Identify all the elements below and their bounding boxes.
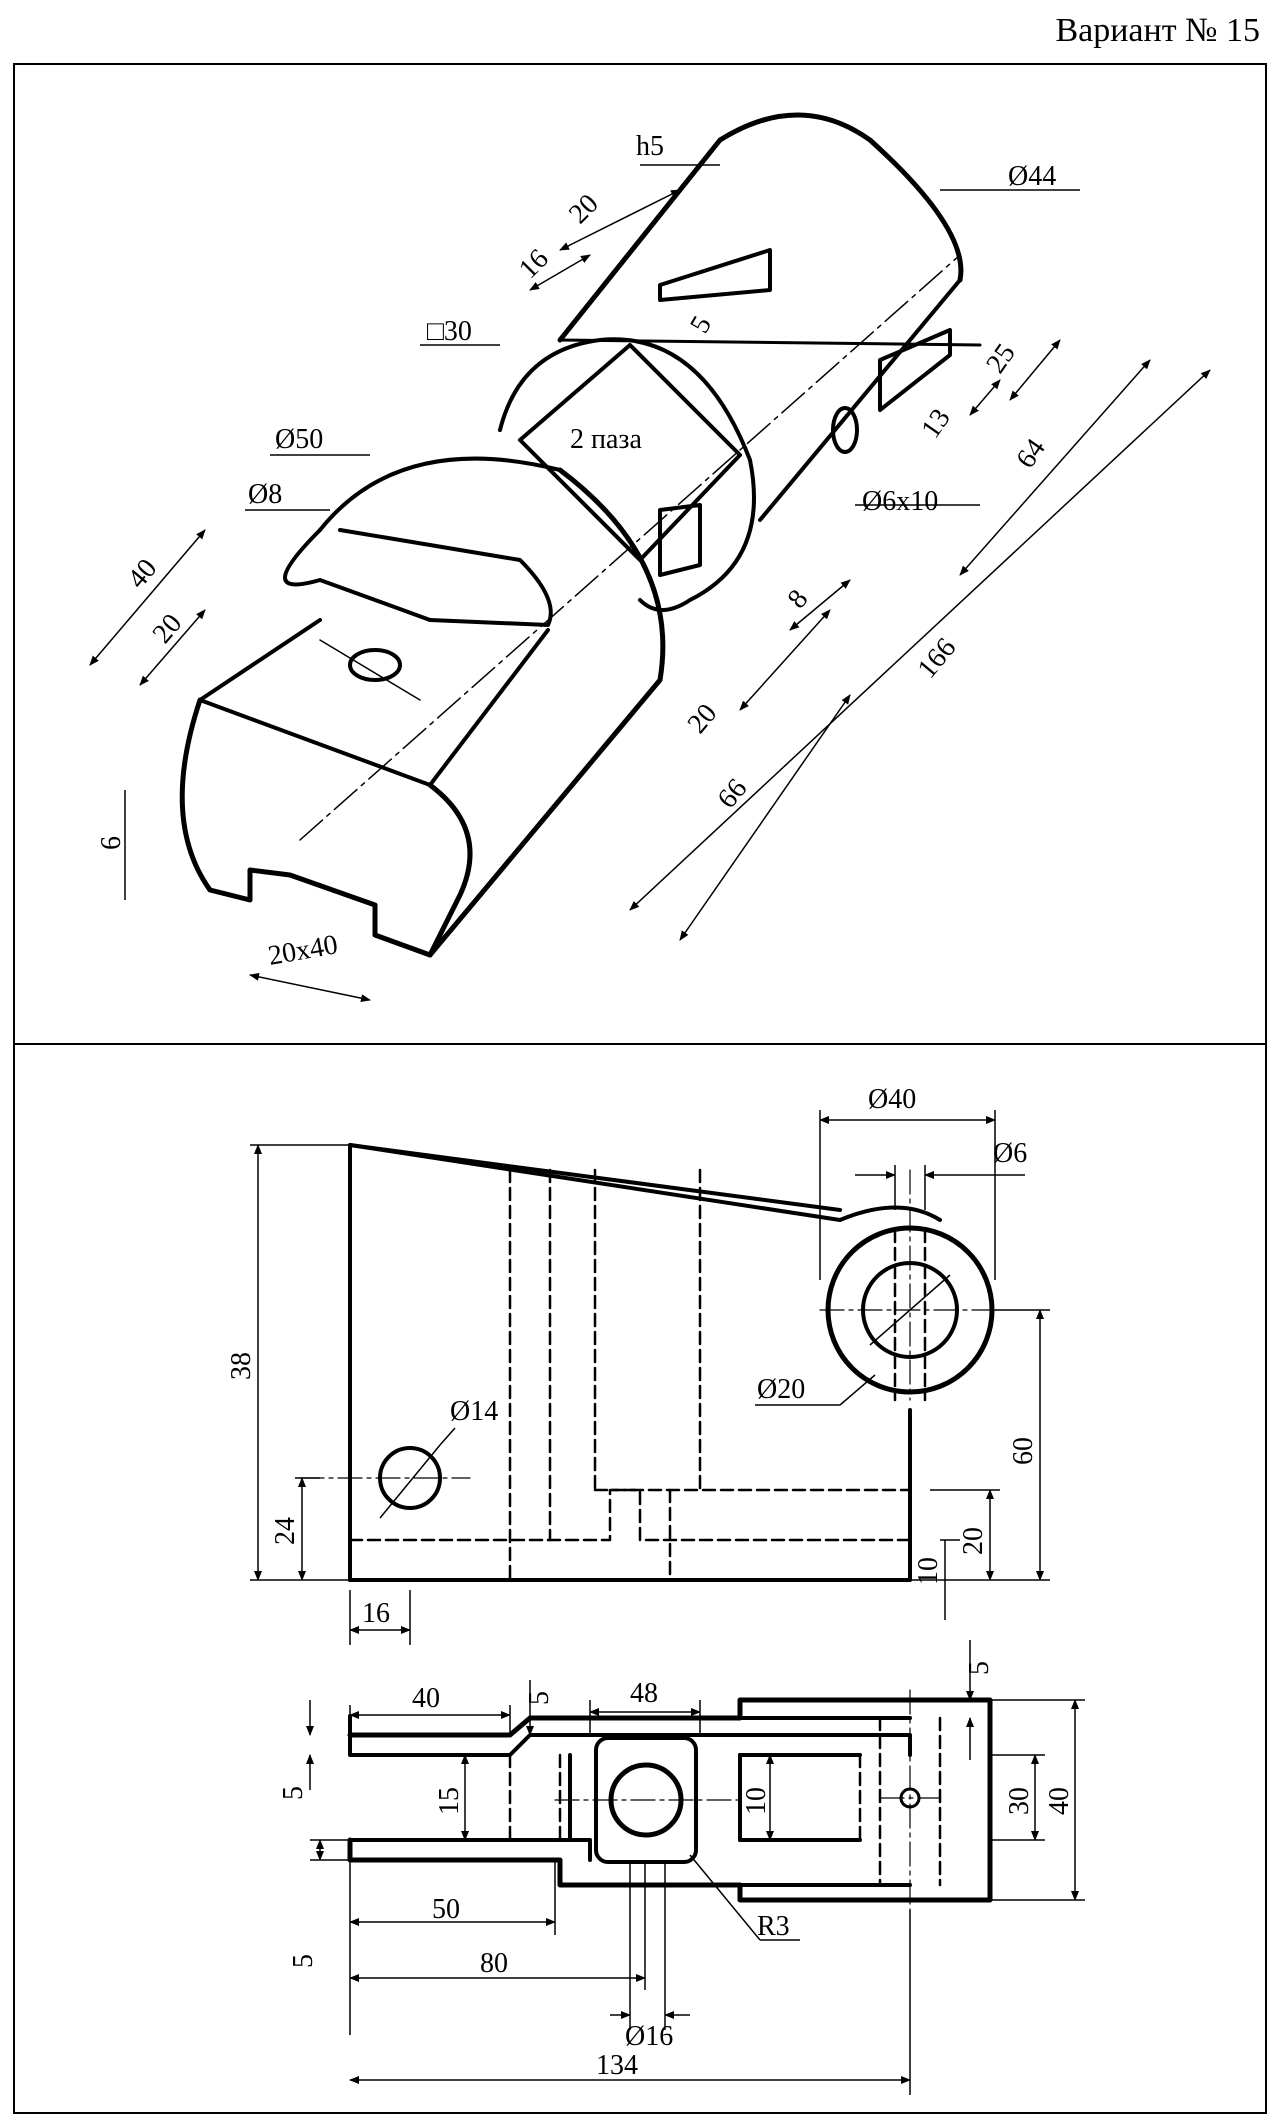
dim-20-left: 20 <box>147 608 189 649</box>
dim-20-mid: 20 <box>682 698 724 739</box>
dim-50: 50 <box>432 1894 460 1925</box>
dim-40-top: 40 <box>412 1683 440 1714</box>
dim-5-right: 5 <box>964 1661 995 1675</box>
dim-5-left: 5 <box>278 1786 309 1800</box>
dim-20-top: 20 <box>563 188 605 230</box>
variant-label: Вариант № 15 <box>1055 12 1260 49</box>
dim-80: 80 <box>480 1948 508 1979</box>
dim-20-front: 20 <box>958 1527 989 1555</box>
front-view <box>299 1143 1001 1582</box>
isometric-view <box>179 112 982 958</box>
dim-d50: Ø50 <box>275 424 323 455</box>
dim-d6: Ø6 <box>993 1138 1027 1169</box>
dim-d14: Ø14 <box>450 1396 498 1427</box>
dim-13: 13 <box>915 403 956 444</box>
dim-r3: R3 <box>757 1911 790 1942</box>
dim-64: 64 <box>1010 433 1051 474</box>
dim-48: 48 <box>630 1678 658 1709</box>
dim-10-front: 10 <box>913 1557 944 1585</box>
dim-10-top: 10 <box>741 1787 772 1815</box>
front-view-dimension-texts: Ø40 Ø6 Ø14 Ø20 38 24 16 60 20 10 <box>226 1084 1039 1629</box>
dim-40-right: 40 <box>1044 1787 1075 1815</box>
dim-40: 40 <box>122 553 164 594</box>
dim-66: 66 <box>712 773 754 814</box>
isometric-dimension-lines <box>89 164 1211 1003</box>
dim-sq30: □30 <box>427 316 472 347</box>
dim-two-slots: 2 паза <box>570 424 642 455</box>
isometric-dimension-texts: h5 Ø44 □30 Ø50 Ø8 2 паза Ø6x10 20 16 5 2… <box>96 131 1056 972</box>
dim-d16: Ø16 <box>625 2021 673 2052</box>
dim-h5: h5 <box>636 131 664 162</box>
dim-25: 25 <box>980 338 1021 379</box>
dim-16-front: 16 <box>362 1598 390 1629</box>
dim-8: 8 <box>782 584 815 615</box>
dim-38: 38 <box>226 1352 257 1380</box>
orthographic-frame <box>13 1043 1267 2114</box>
dim-d6x10: Ø6x10 <box>862 486 938 517</box>
dim-134: 134 <box>596 2050 638 2081</box>
dim-5-top: 5 <box>524 1691 555 1705</box>
dim-5: 5 <box>684 311 718 339</box>
dim-d8: Ø8 <box>248 479 282 510</box>
dim-30: 30 <box>1004 1787 1035 1815</box>
dim-5-left2: 5 <box>288 1954 319 1968</box>
dim-d40: Ø40 <box>868 1084 916 1115</box>
front-view-dimension-lines <box>250 1110 1050 1645</box>
dim-20x40: 20x40 <box>266 929 340 972</box>
dim-d44: Ø44 <box>1008 161 1056 192</box>
dim-15: 15 <box>434 1787 465 1815</box>
top-view-dimension-texts: 40 5 48 5 10 15 5 5 30 40 50 80 R3 Ø16 1… <box>278 1661 1075 2081</box>
dim-60: 60 <box>1008 1437 1039 1465</box>
dim-6: 6 <box>96 836 127 850</box>
dim-24: 24 <box>270 1517 301 1545</box>
top-view-dimension-lines <box>306 1640 1085 2095</box>
dim-d20: Ø20 <box>757 1374 805 1405</box>
